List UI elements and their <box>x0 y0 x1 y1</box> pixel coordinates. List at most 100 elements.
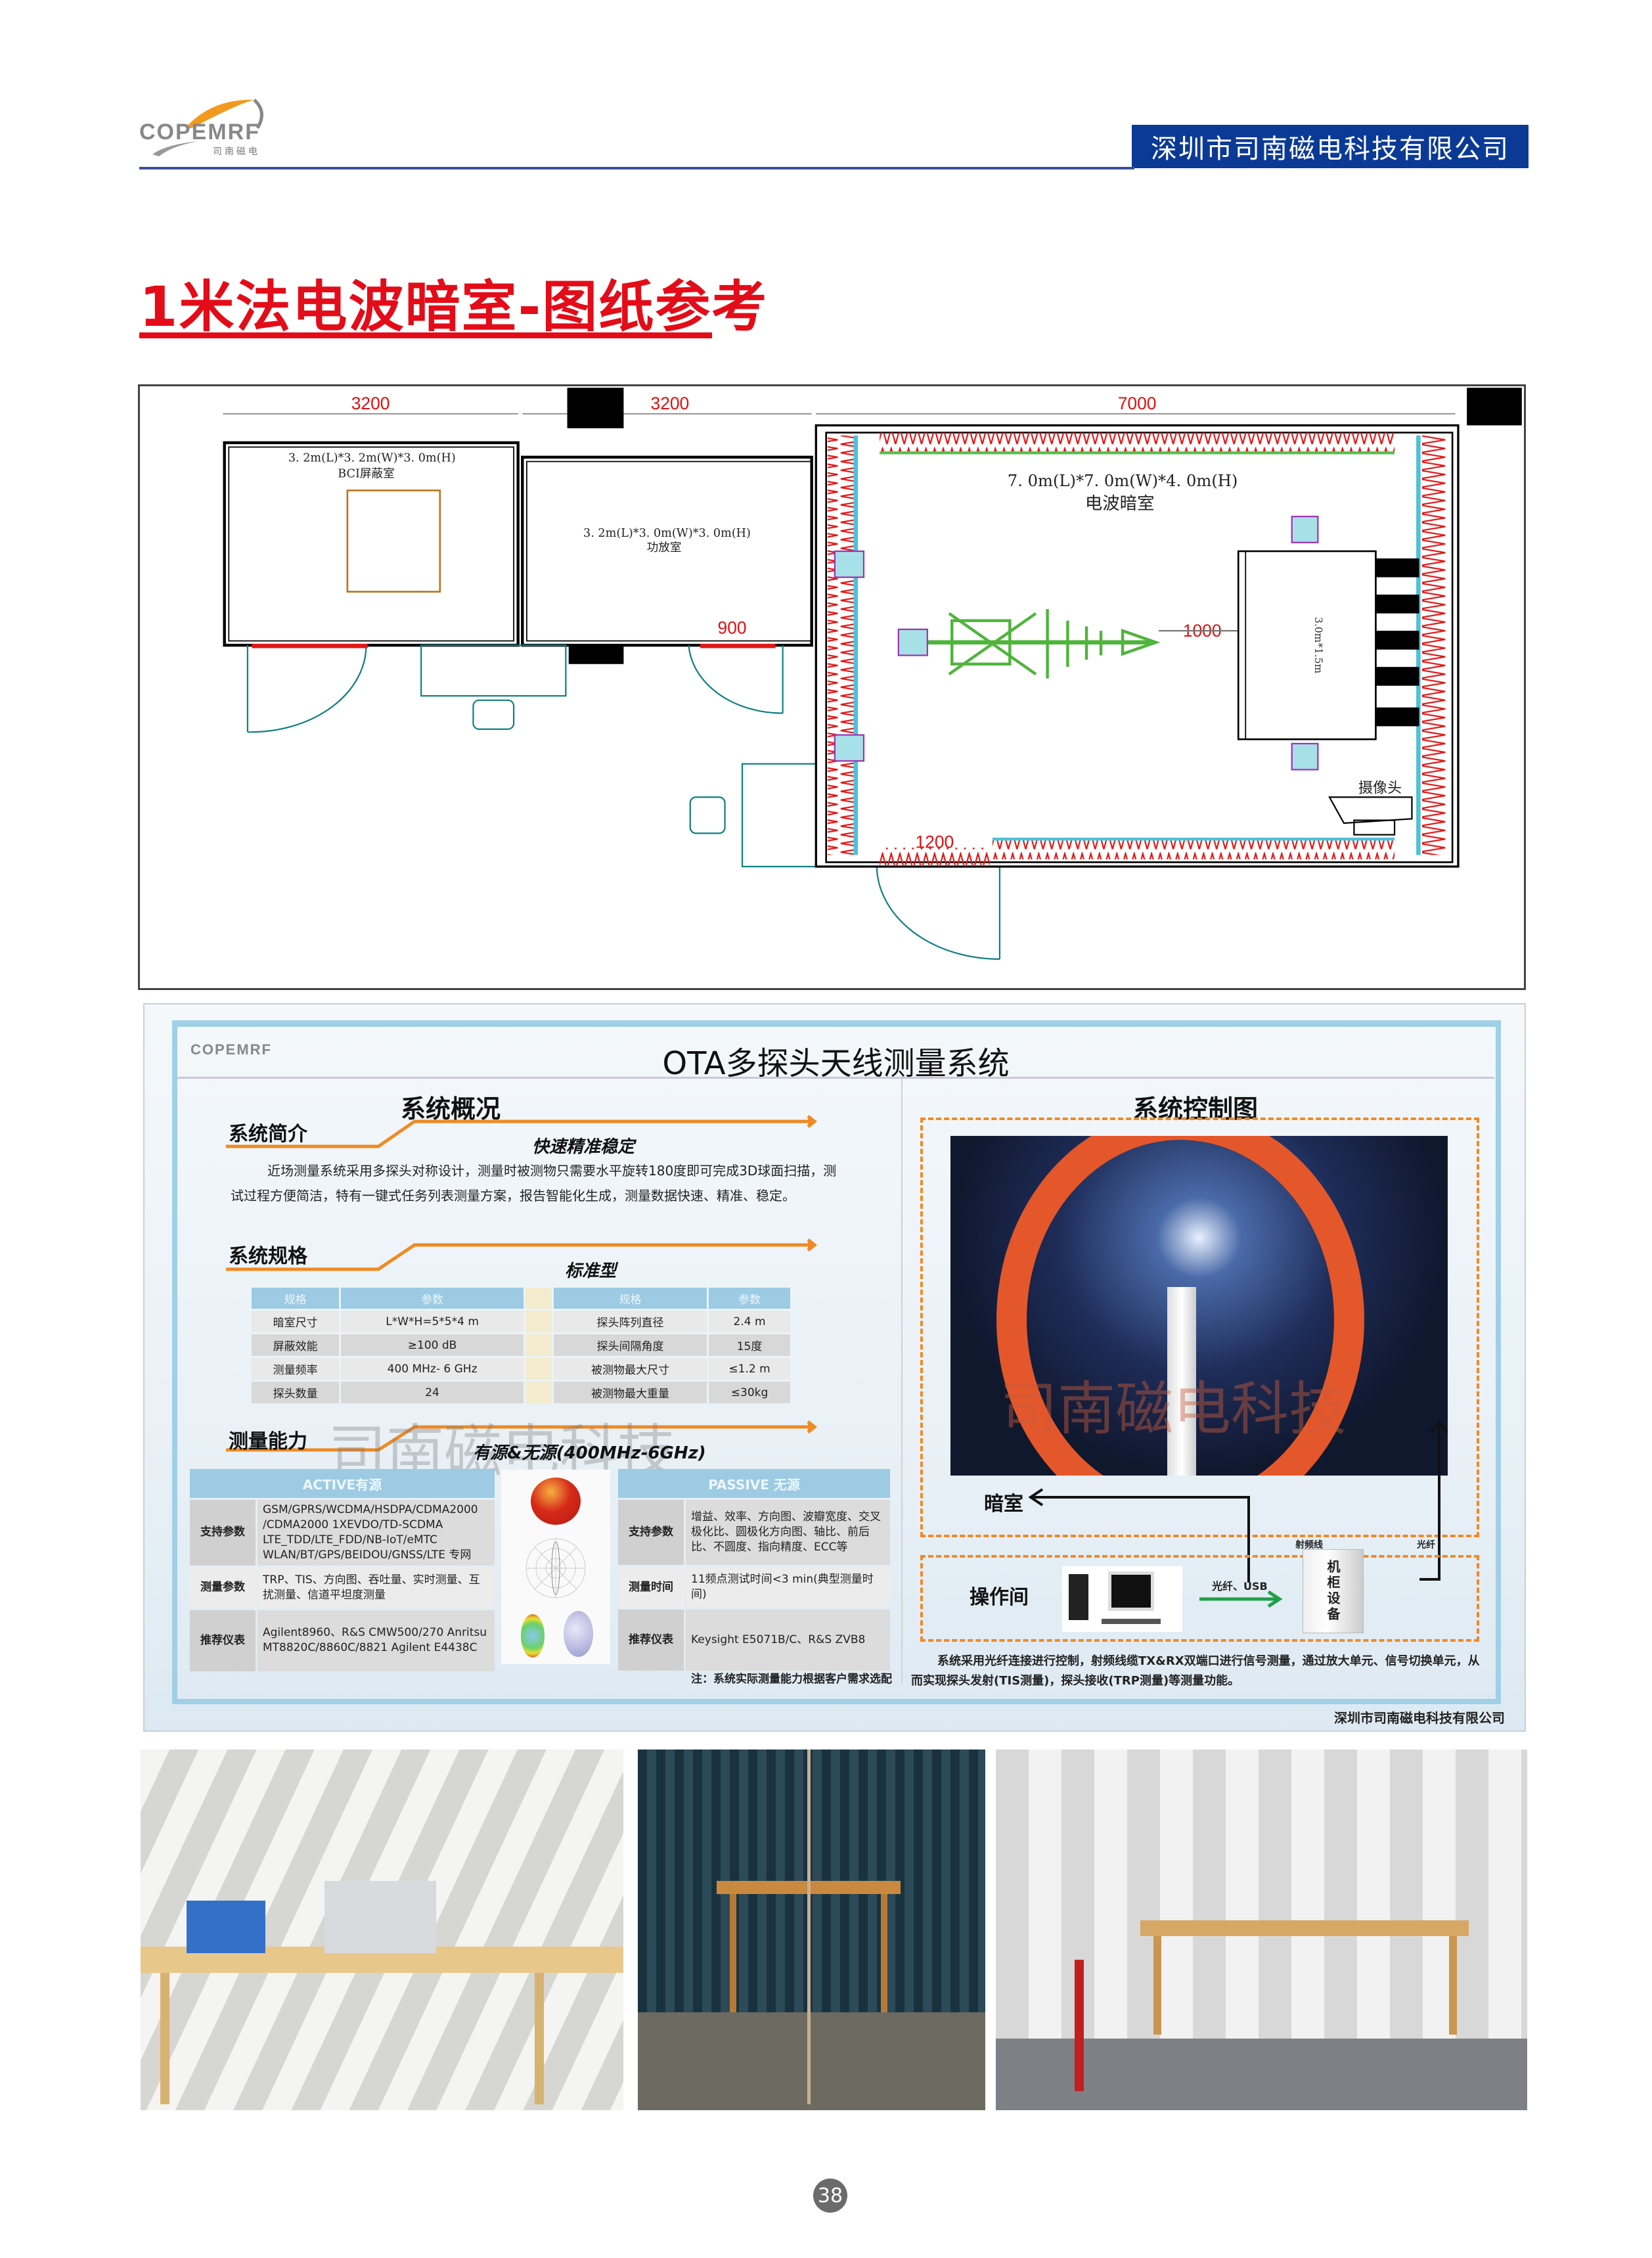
cell: 探头阵列直径 <box>553 1311 707 1332</box>
intro-label: 系统简介 <box>229 1123 307 1146</box>
photo-chamber-room <box>996 1750 1527 2110</box>
col-header: 规格 <box>252 1288 340 1309</box>
header-divider <box>139 167 1134 169</box>
photo-anechoic-table <box>638 1750 985 2110</box>
row-key: 支持参数 <box>618 1500 684 1565</box>
company-banner: 深圳市司南磁电科技有限公司 <box>1132 125 1529 168</box>
cell: 屏蔽效能 <box>252 1334 340 1356</box>
green-arrow-icon <box>1199 1590 1283 1608</box>
page-title: 1米法电波暗室-图纸参考 <box>139 275 769 339</box>
cell: ≤30kg <box>709 1382 790 1403</box>
chamber-name: 电波暗室 <box>1085 493 1155 514</box>
control-description: 系统采用光纤连接进行控制，射频线缆TX&RX双端口进行信号测量，通过放大单元、信… <box>911 1654 1480 1688</box>
row-key: 推荐仪表 <box>190 1610 256 1671</box>
panel-footer: 深圳市司南磁电科技有限公司 <box>1334 1710 1505 1726</box>
row-key: 测量参数 <box>190 1567 256 1608</box>
capability-note: 注：系统实际测量能力根据客户需求选配 <box>691 1673 892 1686</box>
ota-system-panel: COPEMRF OTA多探头天线测量系统 系统概况 系统控制图 系统简介 快速精… <box>143 1003 1526 1732</box>
computer-icon <box>1062 1566 1182 1632</box>
operation-label: 操作间 <box>970 1586 1029 1609</box>
3d-pattern-image <box>531 1478 581 1525</box>
table-size-label: 3.0m*1.5m <box>1312 617 1324 673</box>
operation-zone <box>920 1555 1479 1642</box>
col-header: 参数 <box>709 1288 790 1309</box>
cabinet: 机柜设备 <box>1303 1549 1364 1633</box>
cabinet-label: 机柜设备 <box>1325 1560 1341 1623</box>
intro-tagline: 快速精准稳定 <box>532 1137 635 1157</box>
cell: 2.4 m <box>709 1311 790 1332</box>
amp-room-name: 功放室 <box>647 541 682 554</box>
dut-mast <box>1167 1287 1196 1476</box>
signal-arrows <box>1028 1418 1448 1583</box>
col-header: 参数 <box>341 1288 524 1309</box>
overview-heading: 系统概况 <box>401 1095 501 1123</box>
cell: ≤1.2 m <box>709 1358 790 1380</box>
bci-room-size: 3. 2m(L)*3. 2m(W)*3. 0m(H) <box>288 452 456 465</box>
passive-table: PASSIVE 无源 支持参数增益、效率、方向图、波瓣宽度、交叉极化比、圆极化方… <box>616 1467 892 1673</box>
row-value: GSM/GPRS/WCDMA/HSDPA/CDMA2000 /CDMA2000 … <box>257 1500 495 1566</box>
row-key: 支持参数 <box>190 1500 256 1566</box>
row-value: 增益、效率、方向图、波瓣宽度、交叉极化比、圆极化方向图、轴比、前后比、不圆度、指… <box>686 1500 890 1565</box>
dim-label: 7000 <box>1118 394 1157 413</box>
fiber-label: 光纤 <box>1417 1540 1435 1550</box>
camera-label: 摄像头 <box>1358 780 1402 797</box>
row-value: Agilent8960、R&S CMW500/270 Anritsu MT882… <box>257 1610 495 1671</box>
row-value: TRP、TIS、方向图、吞吐量、实时测量、互扰测量、信道平坦度测量 <box>257 1567 495 1608</box>
logo-text: COPEMRF <box>139 120 260 145</box>
row-key: 推荐仪表 <box>618 1610 684 1671</box>
cell: 24 <box>341 1382 524 1403</box>
cell: ≥100 dB <box>341 1334 524 1356</box>
3d-surface-image <box>564 1611 593 1657</box>
cell: 探头间隔角度 <box>553 1334 707 1356</box>
row-value: Keysight E5071B/C、R&S ZVB8 <box>686 1610 890 1671</box>
amp-room-size: 3. 2m(L)*3. 0m(W)*3. 0m(H) <box>583 527 751 540</box>
cell: 探头数量 <box>252 1382 340 1403</box>
col-header: 规格 <box>553 1288 707 1309</box>
dim-label: 3200 <box>651 394 690 413</box>
panel-title: OTA多探头天线测量系统 <box>662 1045 1010 1082</box>
chamber-size: 7. 0m(L)*7. 0m(W)*4. 0m(H) <box>1008 472 1238 490</box>
intro-text: 近场测量系统采用多探头对称设计，测量时被测物只需要水平旋转180度即可完成3D球… <box>231 1163 837 1204</box>
chamber-photo: 司南磁电科技 <box>950 1136 1448 1476</box>
floor-plan-svg: 3200 3200 7000 900 1000 1200 3. 2m(L)*3.… <box>223 388 1522 960</box>
cell: 暗室尺寸 <box>252 1311 340 1332</box>
polar-plot-image <box>525 1538 586 1598</box>
logo-subtext: 司南磁电 <box>213 147 260 157</box>
capability-tagline: 有源&无源(400MHz-6GHz) <box>473 1443 706 1463</box>
title-underline <box>139 332 712 338</box>
panel-border <box>172 1020 1501 1704</box>
cell: 15度 <box>709 1334 790 1356</box>
dim-label: 3200 <box>351 394 390 413</box>
table-row: 支持参数增益、效率、方向图、波瓣宽度、交叉极化比、圆极化方向图、轴比、前后比、不… <box>618 1500 890 1565</box>
chamber-label: 暗室 <box>984 1493 1023 1516</box>
company-logo: COPEMRF 司南磁电 <box>139 92 280 158</box>
panel-logo: COPEMRF <box>190 1041 272 1058</box>
floor-plan-drawing: 3200 3200 7000 900 1000 1200 3. 2m(L)*3.… <box>138 384 1526 990</box>
passive-header: PASSIVE 无源 <box>618 1469 890 1498</box>
photo-test-bench <box>141 1750 623 2110</box>
column-divider <box>901 1079 903 1683</box>
active-header: ACTIVE有源 <box>190 1469 495 1498</box>
page-number: 38 <box>813 2179 847 2213</box>
rf-line-label: 射频线 <box>1295 1540 1323 1550</box>
link-label: 光纤、USB <box>1212 1580 1268 1592</box>
spec-label: 系统规格 <box>229 1245 307 1268</box>
spec-tagline: 标准型 <box>565 1261 617 1281</box>
cell: 测量频率 <box>252 1358 340 1380</box>
cell: 被测物最大重量 <box>553 1382 707 1403</box>
heatmap-image <box>521 1614 545 1658</box>
row-key: 测量时间 <box>618 1567 684 1608</box>
bci-room-name: BCI屏蔽室 <box>338 468 395 481</box>
camera-icon <box>1328 796 1413 836</box>
row-value: 11频点测试时间<3 min(典型测量时间) <box>686 1567 890 1608</box>
